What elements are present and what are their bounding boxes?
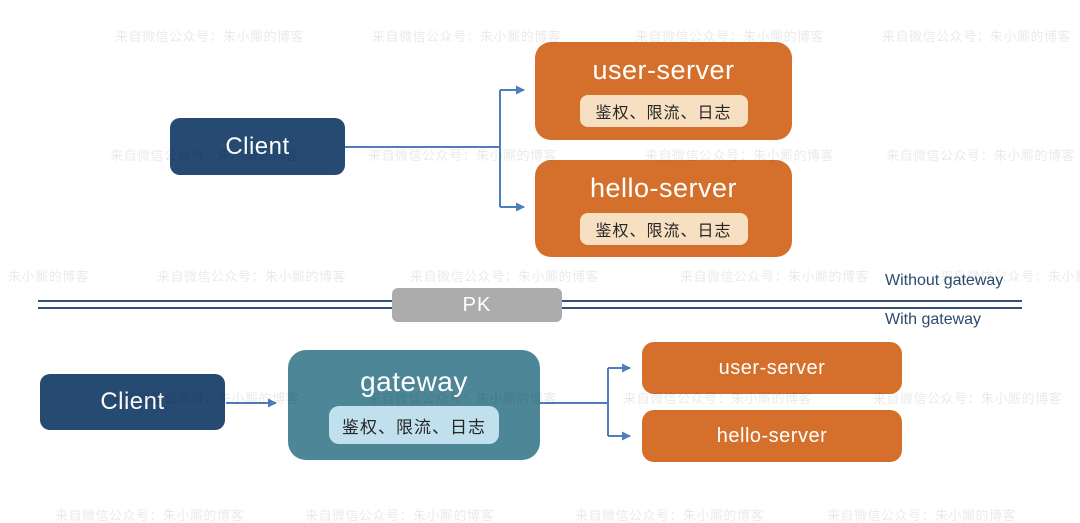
bottom-fork-line — [540, 368, 609, 436]
client-node-bottom: Client — [40, 374, 225, 430]
server-title: user-server — [592, 55, 735, 85]
client-node-top: Client — [170, 118, 345, 175]
client-label: Client — [100, 388, 165, 415]
gateway-capability-badge: 鉴权、限流、日志 — [329, 406, 499, 444]
server-title: hello-server — [589, 172, 738, 203]
user-server-node-bottom: user-server — [642, 342, 902, 394]
pk-versus-badge: PK — [392, 288, 562, 322]
server-title: hello-server — [716, 424, 828, 447]
gateway-node: gateway 鉴权、限流、日志 — [288, 350, 540, 460]
client-label: Client — [225, 132, 290, 160]
without-gateway-label: Without gateway — [885, 272, 1004, 289]
user-server-node-top: user-server 鉴权、限流、日志 — [535, 42, 792, 140]
hello-server-node-bottom: hello-server — [642, 410, 902, 462]
hello-server-node-top: hello-server 鉴权、限流、日志 — [535, 160, 792, 257]
pk-label: PK — [462, 293, 492, 316]
server-capability-badge: 鉴权、限流、日志 — [579, 95, 748, 127]
top-fork-line — [345, 90, 501, 207]
server-capability-badge: 鉴权、限流、日志 — [579, 212, 748, 245]
gateway-title: gateway — [360, 366, 468, 397]
with-gateway-label: With gateway — [885, 311, 982, 328]
server-title: user-server — [718, 356, 826, 379]
